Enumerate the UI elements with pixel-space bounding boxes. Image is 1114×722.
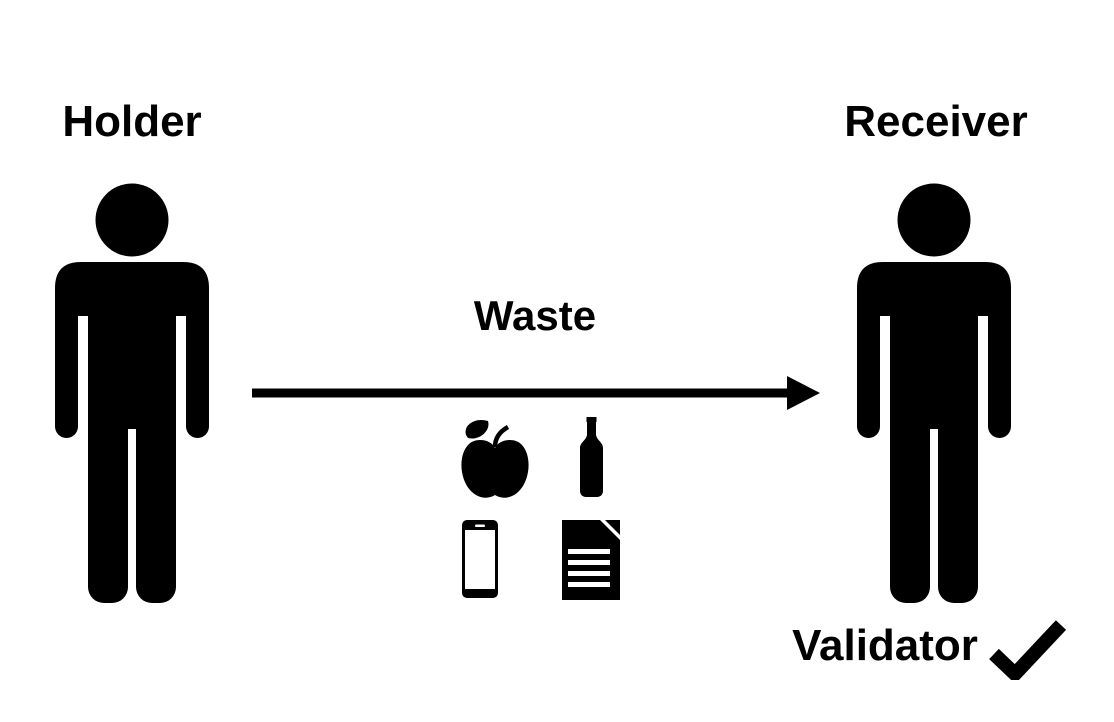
- smartphone-icon: [462, 520, 498, 598]
- bottle-icon: [580, 417, 603, 497]
- document-icon: [562, 520, 620, 600]
- holder-person-icon: [55, 183, 209, 603]
- receiver-label: Receiver: [844, 97, 1028, 146]
- apple-icon: [460, 416, 530, 500]
- receiver-person-icon: [857, 183, 1011, 603]
- holder-label: Holder: [62, 97, 202, 146]
- arrow-right-icon: [251, 375, 821, 411]
- waste-label: Waste: [473, 292, 597, 339]
- validator-label: Validator: [792, 621, 978, 670]
- checkmark-icon: [988, 618, 1066, 680]
